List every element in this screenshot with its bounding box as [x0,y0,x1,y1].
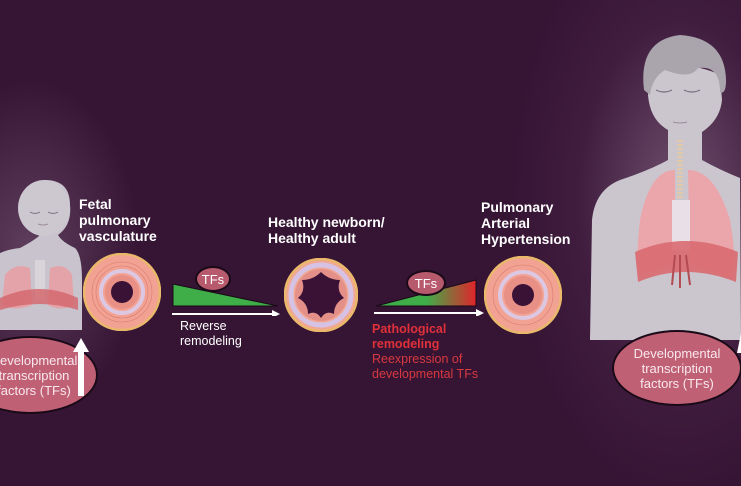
tfs-badge-pathological: TFs [406,270,446,296]
pah-title: Pulmonary Arterial Hypertension [481,199,571,247]
callout-line: transcription [0,367,70,383]
callout-line: Developmental [0,352,78,368]
callout-line: factors (TFs) [0,382,71,398]
fetal-vessel-cross-section [83,253,161,331]
tfs-badge-reverse: TFs [195,266,231,292]
up-arrow-icon [73,338,89,396]
reverse-gradient-wedge [172,283,280,316]
pah-vessel-cross-section [484,256,562,334]
infant-figure [0,180,82,330]
up-arrow-icon [737,333,741,353]
fetal-title: Fetal pulmonary vasculature [79,196,157,244]
reverse-remodeling-label: Reverse remodeling [180,319,242,348]
pathological-remodeling-label: Pathological remodeling Reexpression of … [372,322,479,381]
adult-figure [590,35,741,340]
callout-line: transcription [641,360,713,376]
healthy-title: Healthy newborn/ Healthy adult [268,214,385,246]
callout-line: factors (TFs) [640,375,714,391]
right-tf-callout: Developmental transcription factors (TFs… [612,330,741,406]
healthy-vessel-cross-section [284,258,358,332]
callout-line: Developmental [633,345,721,361]
